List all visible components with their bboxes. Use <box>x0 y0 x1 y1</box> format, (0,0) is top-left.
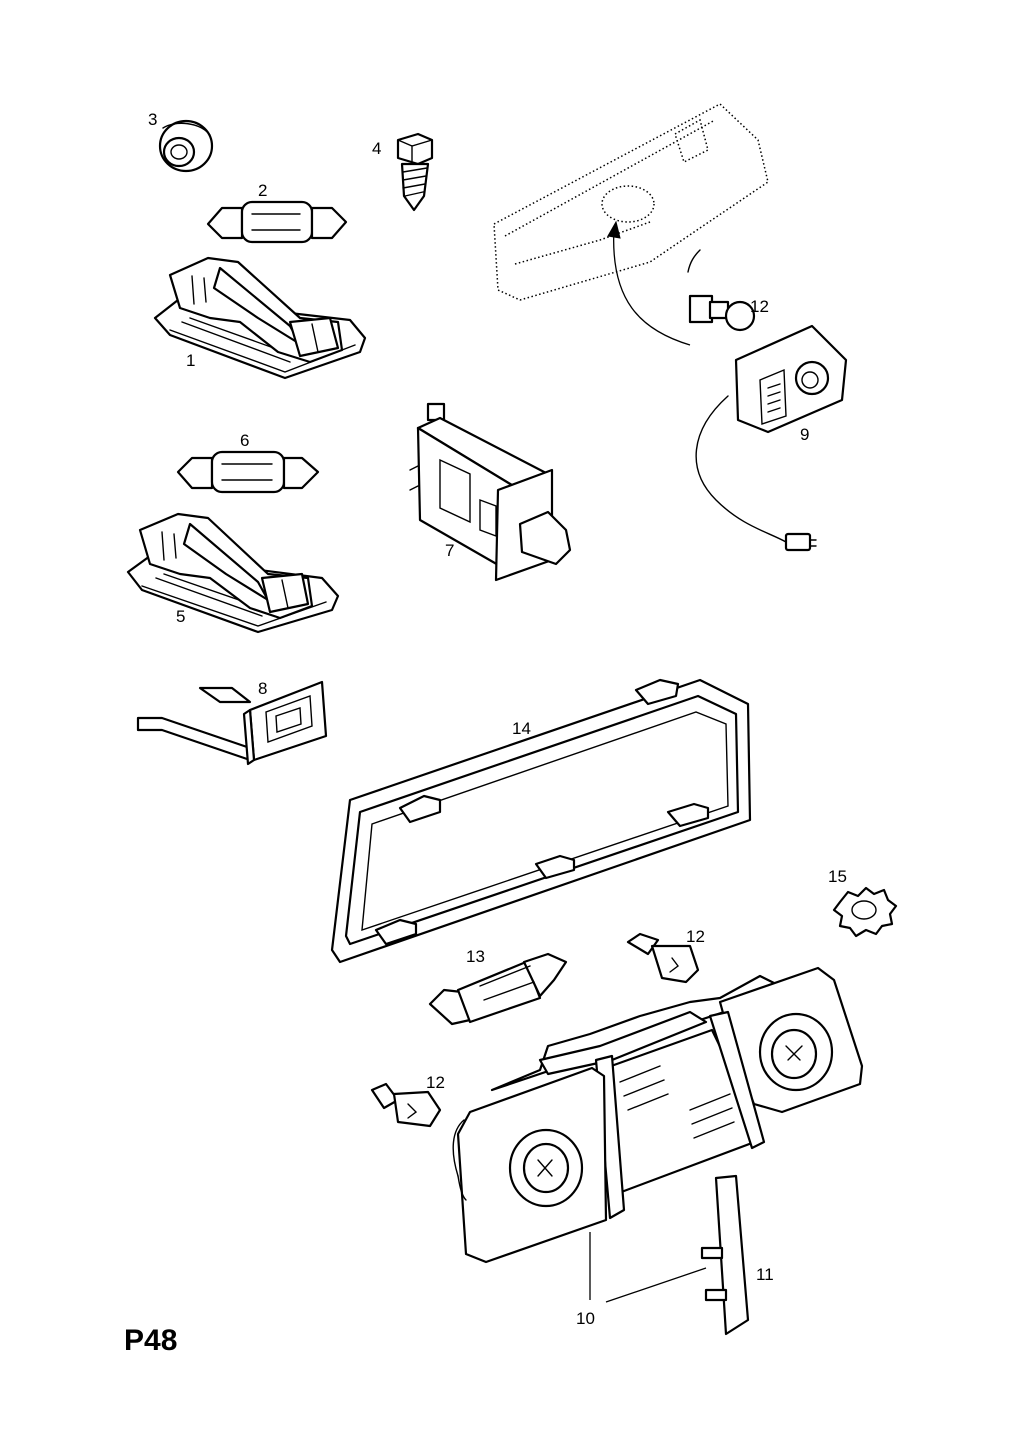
part-5-lamp-housing <box>126 512 340 634</box>
part-14-frame <box>330 678 752 964</box>
part-7-door-switch <box>409 402 572 582</box>
callout-10: 10 <box>576 1309 595 1328</box>
part-12-wedge-bulb-left <box>370 1082 442 1128</box>
part-6-festoon-bulb <box>176 450 320 494</box>
part-11-clip <box>700 1174 750 1336</box>
callout-2: 2 <box>258 181 267 200</box>
callout-5: 5 <box>176 607 185 626</box>
part-15-washer <box>832 886 898 938</box>
callout-12-mid: 12 <box>686 927 705 946</box>
page-code: P48 <box>124 1324 177 1357</box>
callout-3: 3 <box>148 110 157 129</box>
part-4-screw <box>396 132 434 212</box>
part-10-console-assembly <box>452 966 864 1264</box>
part-3-grommet <box>158 119 214 173</box>
callout-9: 9 <box>800 425 809 444</box>
part-8-bracket <box>136 680 328 766</box>
part-12-wedge-bulb-top <box>687 249 756 332</box>
callout-labels: 1 2 3 4 5 6 7 8 9 10 11 12 12 12 13 14 1… <box>148 110 847 1328</box>
part-1-lamp-housing <box>153 256 367 380</box>
callout-13: 13 <box>466 947 485 966</box>
callout-8: 8 <box>258 679 267 698</box>
callout-leaders <box>589 1232 707 1303</box>
part-12-wedge-bulb-mid <box>626 932 700 984</box>
headliner-outline <box>493 103 769 301</box>
callout-15: 15 <box>828 867 847 886</box>
callout-7: 7 <box>445 541 454 560</box>
callout-11: 11 <box>756 1265 774 1284</box>
part-2-festoon-bulb <box>206 200 348 244</box>
callout-12-left: 12 <box>426 1073 445 1092</box>
install-arrow <box>607 220 691 346</box>
callout-1: 1 <box>186 351 195 370</box>
callout-14: 14 <box>512 719 531 738</box>
callout-6: 6 <box>240 431 249 450</box>
callout-12-top: 12 <box>750 297 769 316</box>
callout-4: 4 <box>372 139 381 158</box>
part-13-festoon-bulb <box>428 952 568 1026</box>
part-9-interior-lamp <box>695 324 848 552</box>
